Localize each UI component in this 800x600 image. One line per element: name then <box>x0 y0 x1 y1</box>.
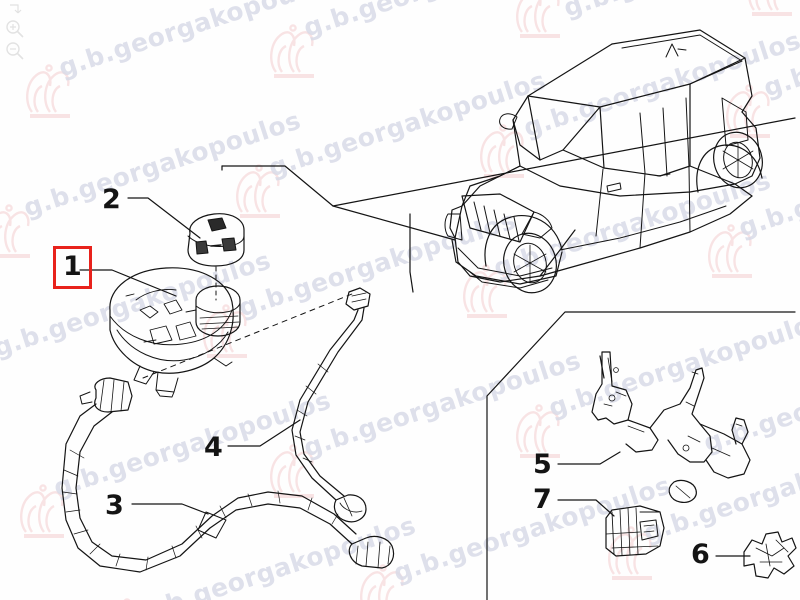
leader-2 <box>127 197 201 239</box>
callout-1-expansion-tank[interactable]: 1 <box>53 246 92 289</box>
callout-5-mounting-bracket[interactable]: 5 <box>533 449 552 480</box>
zoom-out-icon[interactable] <box>4 40 26 62</box>
zoom-toolbar[interactable] <box>4 2 26 62</box>
vehicle-leader-lines <box>221 117 796 293</box>
assembly-axis-pipe <box>142 293 353 379</box>
vehicle-illustration <box>444 29 763 294</box>
part-mounting-bracket <box>591 351 751 503</box>
leader-5 <box>557 451 621 465</box>
zoom-in-icon[interactable] <box>4 18 26 40</box>
part-retaining-clip <box>743 531 797 579</box>
leader-1 <box>79 269 177 297</box>
part-expansion-tank <box>109 267 241 398</box>
part-expansion-tank-cap <box>187 213 245 267</box>
leader-3 <box>131 503 209 515</box>
leader-7 <box>557 499 615 517</box>
part-lower-coolant-hose <box>61 377 395 573</box>
callout-6-retaining-clip[interactable]: 6 <box>691 539 710 570</box>
callout-2-tank-cap[interactable]: 2 <box>102 184 121 215</box>
part-bleed-pipe <box>291 287 371 523</box>
zoom-reset-icon[interactable] <box>4 2 26 18</box>
callout-7-rubber-mount[interactable]: 7 <box>533 484 552 515</box>
callout-3-lower-hose[interactable]: 3 <box>105 490 124 521</box>
callout-leader-lines <box>79 197 751 557</box>
leader-4 <box>227 419 301 447</box>
callout-4-bleed-pipe[interactable]: 4 <box>204 432 223 463</box>
right-group-leader-bracket <box>486 311 796 600</box>
part-rubber-mount <box>605 505 665 557</box>
